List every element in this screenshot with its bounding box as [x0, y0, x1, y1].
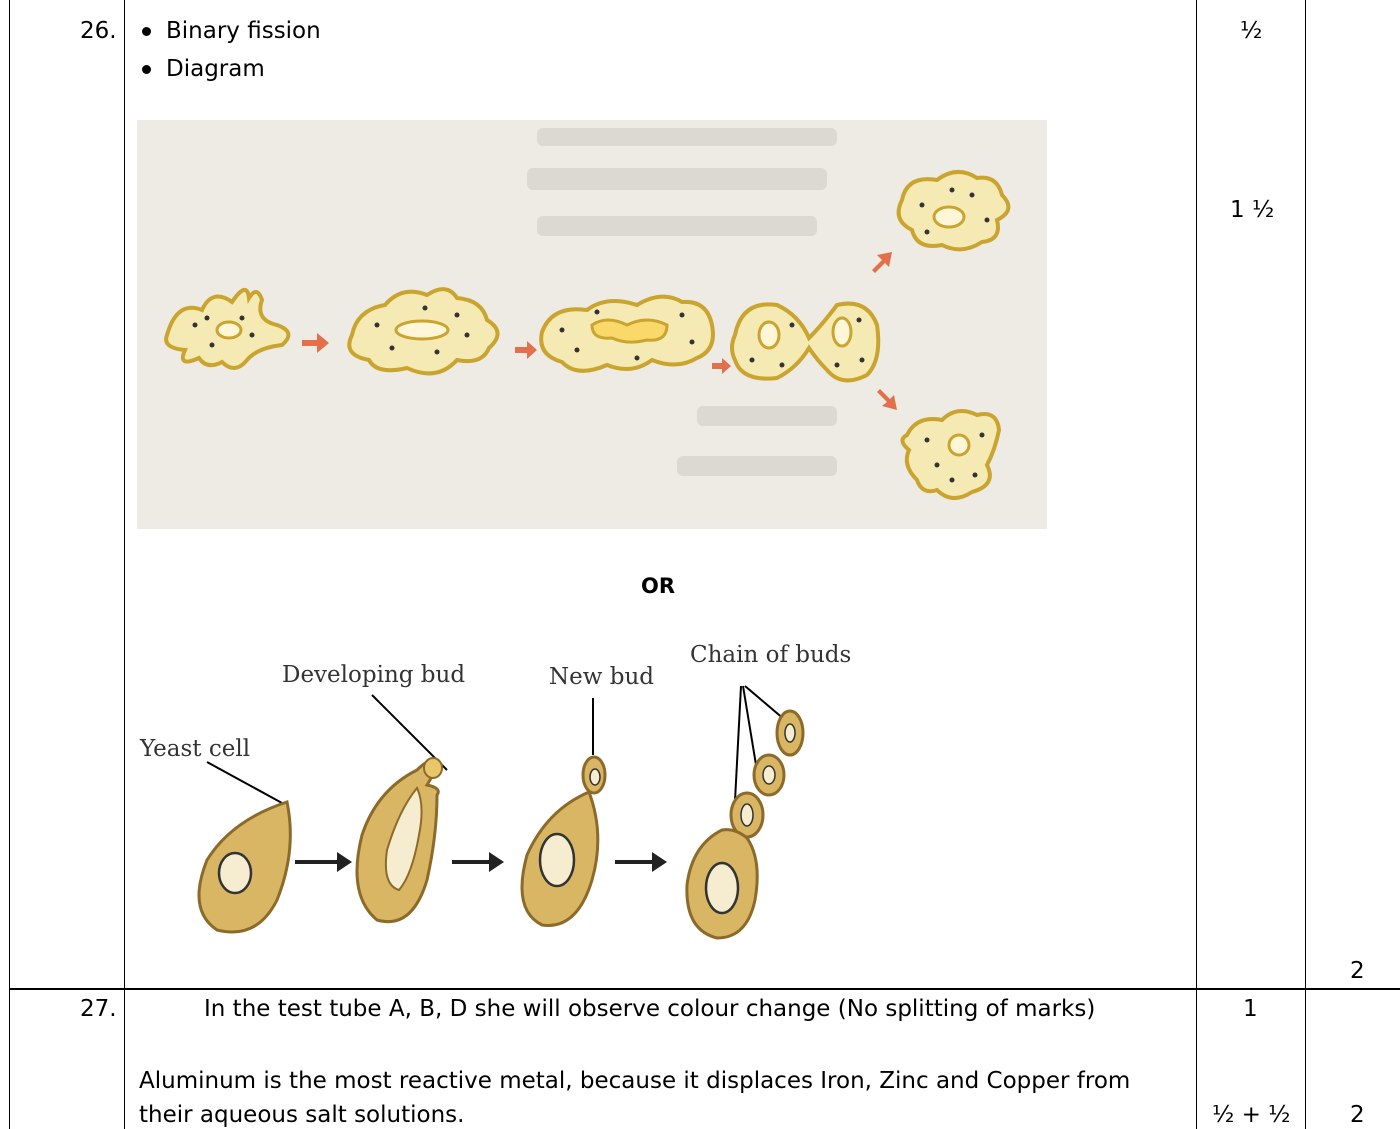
marks-one-and-half: 1 ½ — [1230, 196, 1274, 224]
answer-line-3: their aqueous salt solutions. — [139, 1101, 464, 1129]
leader-lines — [207, 686, 785, 820]
daughter-cell-top — [899, 172, 1009, 249]
yeast-cell-4-chain-of-buds — [687, 711, 803, 938]
question-number: 26. — [80, 17, 117, 45]
answer-bullet-diagram: Diagram — [166, 55, 265, 83]
arrow-icon — [295, 852, 352, 872]
total-marks: 2 — [1350, 957, 1365, 985]
answer-line-1: In the test tube A, B, D she will observ… — [204, 995, 1095, 1023]
or-separator: OR — [641, 572, 675, 600]
answer-bullet-binary-fission: Binary fission — [166, 17, 321, 45]
column-divider-marks — [1305, 0, 1306, 1129]
marks-one: 1 — [1243, 995, 1258, 1023]
marks-half-plus-half: ½ + ½ — [1212, 1101, 1290, 1129]
table-border-left — [9, 0, 10, 1129]
yeast-budding-diagram: Developing bud New bud Chain of buds Yea… — [137, 620, 897, 950]
label-chain-of-buds: Chain of buds — [690, 642, 851, 668]
column-divider-content — [1196, 0, 1197, 1129]
total-marks: 2 — [1350, 1101, 1365, 1129]
question-number: 27. — [80, 995, 117, 1023]
label-yeast-cell: Yeast cell — [139, 736, 250, 762]
arrow-icon — [615, 852, 667, 872]
answer-line-2: Aluminum is the most reactive metal, bec… — [139, 1067, 1130, 1095]
label-developing-bud: Developing bud — [282, 662, 465, 688]
marks-half: ½ — [1240, 17, 1262, 45]
yeast-cell-1 — [199, 802, 290, 932]
arrow-icon — [452, 852, 504, 872]
bullet-dot — [142, 65, 151, 74]
binary-fission-diagram — [137, 120, 1047, 529]
yeast-cell-3-new-bud — [522, 757, 605, 925]
column-divider-number — [124, 0, 125, 1129]
label-new-bud: New bud — [549, 664, 654, 690]
bullet-dot — [142, 27, 151, 36]
row-divider — [9, 988, 1400, 990]
yeast-cell-2-developing-bud — [357, 758, 442, 922]
